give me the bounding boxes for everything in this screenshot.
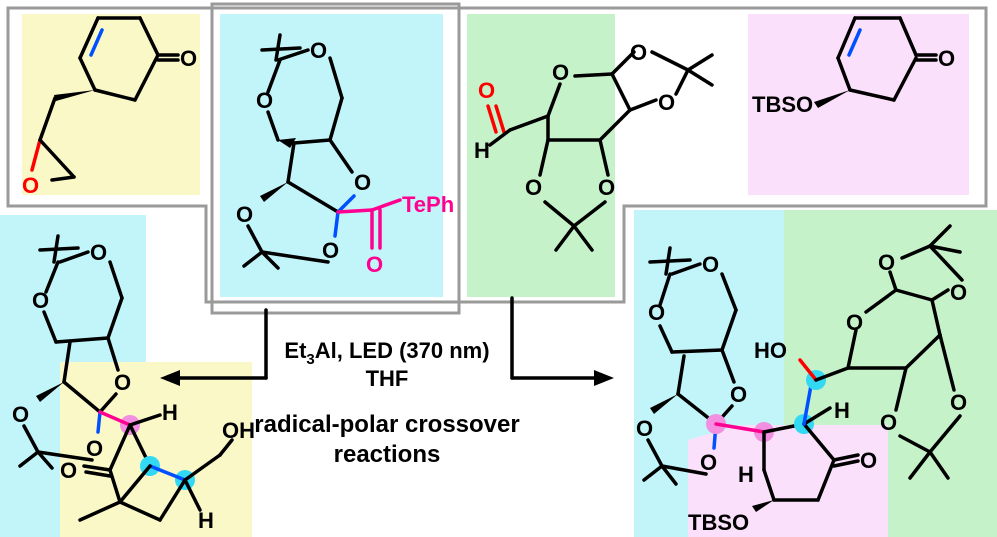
svg-text:O: O <box>90 240 107 265</box>
solvent-text: THF <box>366 366 409 391</box>
svg-text:TBSO: TBSO <box>688 510 749 535</box>
svg-text:O: O <box>878 250 895 275</box>
svg-text:O: O <box>256 88 273 113</box>
svg-text:HO: HO <box>754 338 787 363</box>
svg-text:O: O <box>180 46 197 71</box>
svg-text:O: O <box>310 38 327 63</box>
reaction-conditions: Et3Al, LED (370 nm) THF radical-polar cr… <box>254 338 519 468</box>
molecule-sugar-aldehyde: O H O O O O O <box>474 40 714 252</box>
svg-text:H: H <box>474 138 490 163</box>
molecule-epoxide-enone: O O <box>22 16 197 198</box>
svg-text:O: O <box>32 288 49 313</box>
svg-text:O: O <box>648 300 665 325</box>
svg-text:O: O <box>478 78 495 103</box>
svg-text:O: O <box>236 202 253 227</box>
title-line-1: radical-polar crossover <box>254 411 519 438</box>
svg-text:O: O <box>22 173 39 198</box>
frame-outer <box>6 6 988 304</box>
molecule-product-right: O O O O O H H O TBSO <box>636 224 967 535</box>
svg-text:O: O <box>552 60 569 85</box>
panel-product-right-pink <box>688 425 888 537</box>
molecule-acyl-telluride: O O O O O O TePh <box>236 33 454 277</box>
panel-tbso-enone <box>748 14 969 195</box>
svg-text:O: O <box>860 448 877 473</box>
svg-text:O: O <box>525 175 542 200</box>
svg-text:O: O <box>950 280 967 305</box>
reaction-arrows <box>160 296 614 386</box>
svg-text:H: H <box>738 462 754 487</box>
svg-text:H: H <box>198 508 214 533</box>
svg-text:O: O <box>322 238 339 263</box>
svg-text:O: O <box>658 90 675 115</box>
panel-epoxide-enone <box>22 14 200 195</box>
svg-text:TBSO: TBSO <box>752 92 813 117</box>
svg-text:O: O <box>354 170 371 195</box>
svg-text:O: O <box>86 436 103 461</box>
svg-text:O: O <box>880 410 897 435</box>
svg-text:O: O <box>598 175 615 200</box>
svg-text:TePh: TePh <box>402 192 454 217</box>
svg-text:O: O <box>950 390 967 415</box>
molecule-product-left: O O O O O H OH H O <box>12 234 255 533</box>
svg-text:OH: OH <box>222 418 255 443</box>
svg-text:O: O <box>60 458 77 483</box>
svg-text:O: O <box>630 40 647 65</box>
svg-text:O: O <box>938 46 955 71</box>
panel-product-left-yellow <box>60 362 252 537</box>
svg-text:O: O <box>114 370 131 395</box>
reagent-text: Et3Al, LED (370 nm) <box>284 338 489 368</box>
svg-text:O: O <box>730 382 747 407</box>
svg-text:H: H <box>834 398 850 423</box>
svg-text:O: O <box>700 450 717 475</box>
svg-text:O: O <box>366 252 383 277</box>
title-line-2: reactions <box>334 441 441 468</box>
svg-text:H: H <box>162 400 178 425</box>
molecule-tbso-enone: O TBSO <box>752 16 955 117</box>
frame-inner <box>210 2 461 315</box>
svg-text:O: O <box>702 252 719 277</box>
svg-text:O: O <box>12 402 29 427</box>
svg-text:O: O <box>636 416 653 441</box>
svg-text:O: O <box>846 310 863 335</box>
